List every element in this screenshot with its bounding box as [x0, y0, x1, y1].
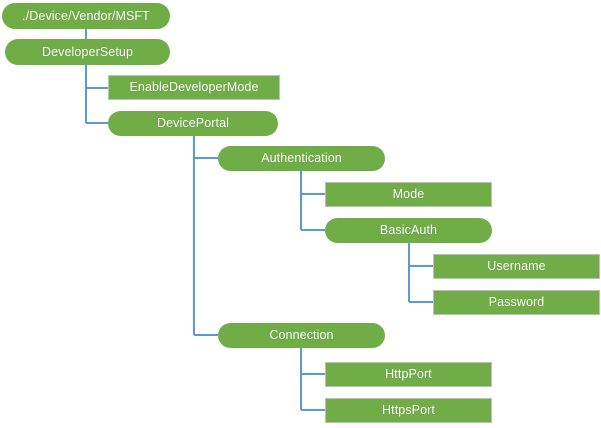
- tree-node-username[interactable]: Username: [433, 254, 600, 279]
- tree-node-label-connection: Connection: [269, 328, 334, 343]
- tree-node-label-authentication: Authentication: [261, 151, 342, 166]
- tree-node-basicauth[interactable]: BasicAuth: [325, 218, 492, 243]
- tree-node-deviceportal[interactable]: DevicePortal: [108, 111, 278, 136]
- tree-node-label-username: Username: [487, 259, 546, 274]
- tree-node-label-deviceportal: DevicePortal: [156, 116, 230, 131]
- tree-node-label-password: Password: [488, 295, 545, 310]
- tree-node-enabledevelopermode[interactable]: EnableDeveloperMode: [108, 75, 280, 100]
- tree-node-label-basicauth: BasicAuth: [379, 223, 438, 238]
- tree-node-httpsport[interactable]: HttpsPort: [325, 398, 492, 423]
- tree-node-label-root: ./Device/Vendor/MSFT: [22, 8, 150, 23]
- tree-node-label-httpport: HttpPort: [385, 367, 432, 382]
- tree-node-password[interactable]: Password: [433, 290, 600, 315]
- tree-node-connection[interactable]: Connection: [218, 323, 385, 348]
- tree-node-label-developersetup: DeveloperSetup: [41, 44, 134, 59]
- tree-node-authentication[interactable]: Authentication: [218, 146, 385, 171]
- tree-node-developersetup[interactable]: DeveloperSetup: [5, 39, 170, 65]
- tree-node-root[interactable]: ./Device/Vendor/MSFT: [2, 3, 170, 29]
- tree-node-httpport[interactable]: HttpPort: [325, 362, 492, 387]
- tree-node-label-mode: Mode: [392, 187, 425, 202]
- tree-node-label-httpsport: HttpsPort: [382, 403, 435, 418]
- tree-node-label-enabledevelopermode: EnableDeveloperMode: [129, 80, 259, 95]
- tree-node-mode[interactable]: Mode: [325, 182, 492, 207]
